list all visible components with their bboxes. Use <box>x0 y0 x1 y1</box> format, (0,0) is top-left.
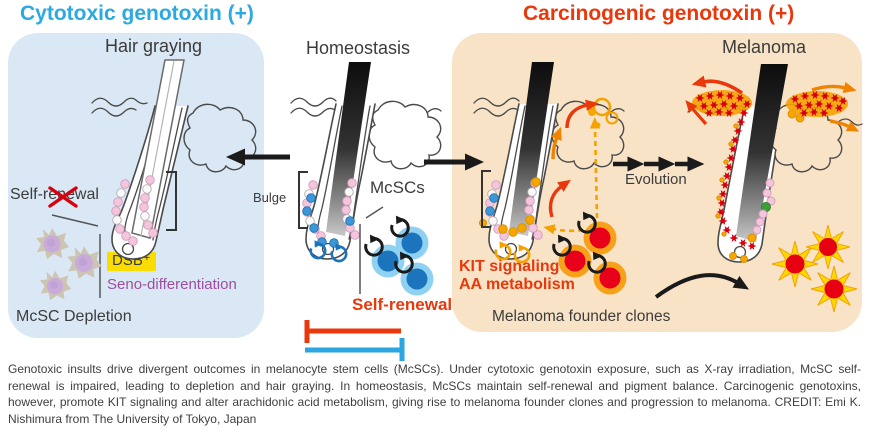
mcscs-pointer-line <box>365 206 384 219</box>
carcinogenic-header: Carcinogenic genotoxin (+) <box>523 2 795 25</box>
aa-metabolism-label: AA metabolism <box>459 276 575 293</box>
mutual-inhibition-bars <box>304 320 405 361</box>
mcscs-label: McSCs <box>370 178 425 197</box>
cytotoxic-header: Cytotoxic genotoxin (+) <box>20 2 254 25</box>
self-renewal-loop-icon <box>309 238 327 260</box>
mcsc-blue-cells <box>364 214 434 296</box>
bulge-bracket-center <box>298 171 308 229</box>
self-renewal-loop-icon <box>394 250 414 274</box>
melanoma-founder-clones-label: Melanoma founder clones <box>492 308 671 325</box>
figure-caption: Genotoxic insults drive divergent outcom… <box>8 362 861 426</box>
hair-follicle-homeostasis <box>226 61 484 361</box>
self-renewal-label: Self-renewal <box>352 295 453 314</box>
melanoma-title: Melanoma <box>722 37 807 57</box>
mcsc-depletion-label: McSC Depletion <box>16 308 132 325</box>
sebaceous-gland <box>368 100 442 170</box>
bulge-label: Bulge <box>253 190 287 205</box>
self-renewal-crossed-label: Self-renewal <box>10 186 99 203</box>
self-renewal-loop-icon <box>330 241 348 263</box>
homeostasis-title: Homeostasis <box>306 38 411 58</box>
dsb-highlight-label: DSB⁺ <box>107 252 156 271</box>
seno-differentiation-label: Seno-differentiation <box>107 276 237 293</box>
self-renewal-loop-icon <box>364 233 384 257</box>
self-renewal-loop-icon <box>390 214 410 238</box>
hair-graying-title: Hair graying <box>105 36 203 56</box>
kit-signaling-label: KIT signaling <box>459 258 560 275</box>
evolution-label: Evolution <box>625 171 687 188</box>
